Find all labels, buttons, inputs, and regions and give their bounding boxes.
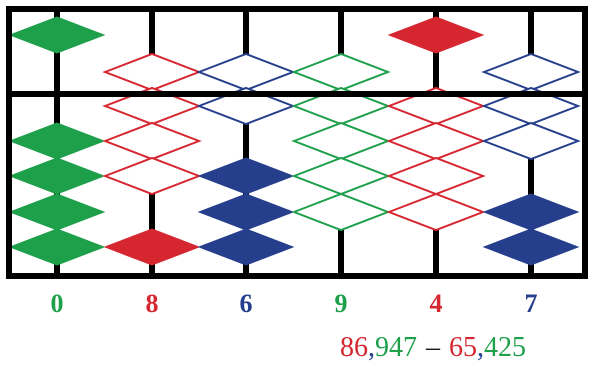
minus-sign: – [417, 332, 449, 363]
earth-bead-rod-1-1 [10, 123, 104, 159]
earth-bead-rod-2-3 [105, 158, 199, 194]
earth-bead-rod-2-2 [105, 123, 199, 159]
equation-comma: , [477, 332, 484, 363]
earth-bead-rod-3-3 [199, 194, 293, 230]
earth-bead-rod-4-3 [294, 158, 388, 194]
subtraction-equation: 86,947 – 65,425 [340, 332, 526, 364]
earth-bead-rod-6-3 [484, 194, 578, 230]
earth-bead-rod-3-2 [199, 158, 293, 194]
equation-part-units-a: 947 [375, 332, 417, 363]
earth-bead-rod-6-2 [484, 123, 578, 159]
earth-bead-rod-1-4 [10, 229, 104, 265]
equation-part-units-b: 425 [484, 332, 526, 363]
equation-part-thousands-a: 86 [340, 332, 368, 363]
equation-comma: , [368, 332, 375, 363]
rod-digit-4: 9 [311, 289, 371, 319]
rod-digit-3: 6 [216, 289, 276, 319]
earth-bead-rod-5-3 [389, 158, 483, 194]
earth-bead-rod-1-3 [10, 194, 104, 230]
earth-bead-rod-4-4 [294, 194, 388, 230]
earth-bead-rod-4-2 [294, 123, 388, 159]
abacus [0, 0, 594, 290]
heaven-bead-rod-2 [105, 54, 199, 90]
heaven-bead-rod-1 [10, 17, 104, 53]
earth-bead-rod-5-4 [389, 194, 483, 230]
earth-bead-rod-5-2 [389, 123, 483, 159]
rod-digit-1: 0 [27, 289, 87, 319]
heaven-bead-rod-6 [484, 54, 578, 90]
earth-bead-rod-2-4 [105, 229, 199, 265]
earth-bead-rod-3-4 [199, 229, 293, 265]
heaven-bead-rod-4 [294, 54, 388, 90]
heaven-bead-rod-5 [389, 17, 483, 53]
rod-digit-2: 8 [122, 289, 182, 319]
heaven-bead-rod-3 [199, 54, 293, 90]
rod-digit-6: 7 [501, 289, 561, 319]
beads-layer [10, 17, 578, 265]
equation-part-thousands-b: 65 [449, 332, 477, 363]
earth-bead-rod-6-4 [484, 229, 578, 265]
rod-digit-5: 4 [406, 289, 466, 319]
earth-bead-rod-1-2 [10, 158, 104, 194]
